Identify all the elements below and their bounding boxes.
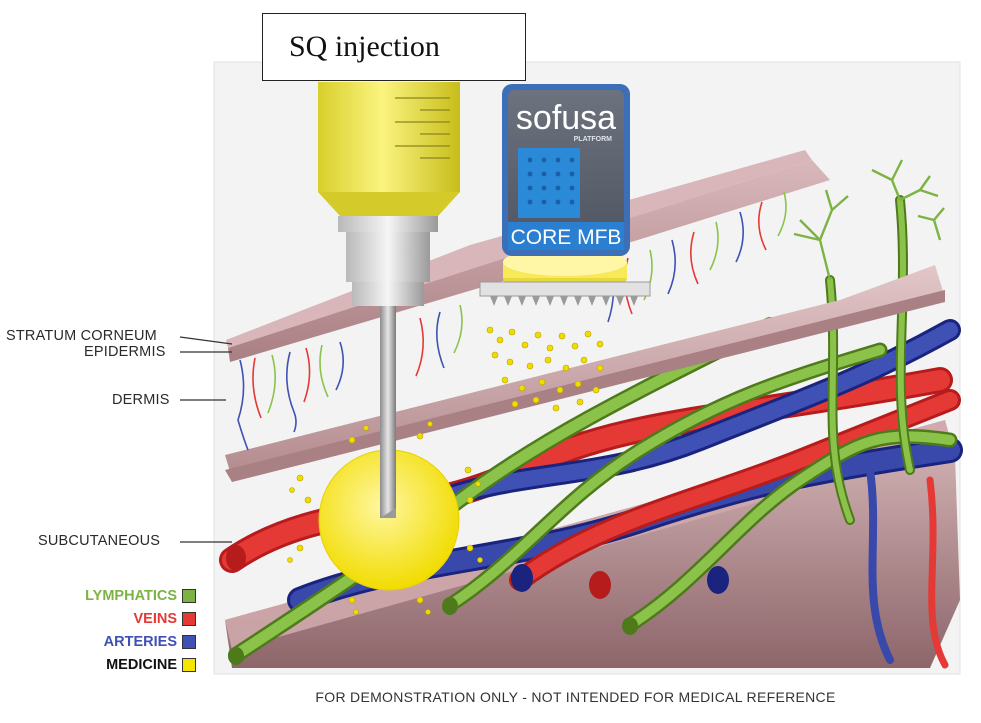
label-epidermis: EPIDERMIS [84, 344, 166, 360]
callout-text: SQ injection [289, 30, 440, 63]
label-dermis: DERMIS [112, 392, 170, 408]
syringe [318, 82, 460, 518]
badge-product: CORE MFB [511, 226, 622, 249]
vessel-network [219, 195, 963, 669]
legend-swatch [182, 635, 196, 649]
legend-label: LYMPHATICS [85, 588, 177, 604]
dermis-layer [225, 265, 945, 478]
dermal-capillaries [237, 191, 787, 451]
badge-platform: PLATFORM [574, 136, 613, 143]
legend-item-veins: VEINS [40, 611, 196, 627]
label-stratum-corneum: STRATUM CORNEUM [6, 328, 157, 344]
legend-swatch [182, 612, 196, 626]
patch-medicine-dots [486, 326, 604, 412]
sofusa-badge: sofusa PLATFORM CORE MFB [502, 84, 630, 256]
lymphatic-branches [793, 159, 945, 281]
medicine-bolus [287, 421, 483, 615]
callout-box: SQ injection [262, 13, 526, 81]
needle [380, 306, 396, 518]
disclaimer-footer: FOR DEMONSTRATION ONLY - NOT INTENDED FO… [315, 689, 836, 705]
legend-swatch [182, 658, 196, 672]
legend-item-medicine: MEDICINE [40, 657, 196, 673]
legend-item-lymphatics: LYMPHATICS [40, 588, 196, 604]
legend-label: MEDICINE [106, 657, 177, 673]
legend-swatch [182, 589, 196, 603]
label-leaders [179, 336, 233, 543]
label-subcutaneous: SUBCUTANEOUS [38, 533, 161, 549]
legend-label: ARTERIES [103, 634, 177, 650]
badge-brand: sofusa [516, 99, 616, 137]
legend-item-arteries: ARTERIES [40, 634, 196, 650]
legend-label: VEINS [133, 611, 177, 627]
